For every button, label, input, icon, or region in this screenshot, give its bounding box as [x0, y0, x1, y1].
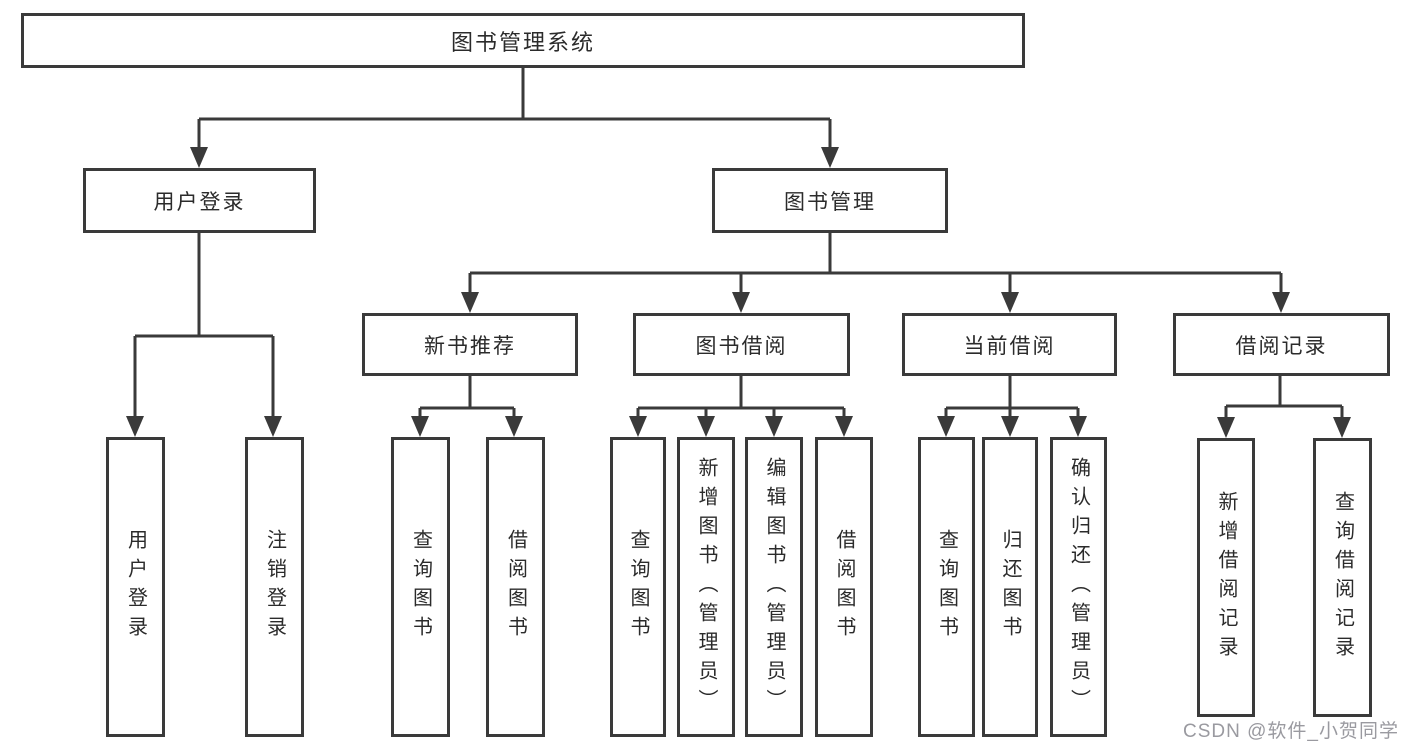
node-root: 图书管理系统 — [21, 13, 1025, 68]
leaf-newbook-borrow-book: 借阅图书 — [486, 437, 545, 737]
node-label: 归还图书 — [999, 529, 1021, 645]
connector-line — [418, 376, 516, 424]
leaf-logout: 注销登录 — [245, 437, 304, 737]
leaf-bookborrow-query-book: 查询图书 — [610, 437, 666, 737]
node-label: 用户登录 — [124, 529, 147, 645]
connector-line — [944, 376, 1080, 424]
arrowhead-icon — [190, 147, 208, 168]
leaf-current-confirm-return-admin: 确认归还（管理员） — [1050, 437, 1107, 737]
node-label: 查询图书 — [627, 529, 649, 645]
node-user-login: 用户登录 — [83, 168, 316, 233]
leaf-records-query-record: 查询借阅记录 — [1313, 438, 1372, 717]
arrowhead-icon — [821, 147, 839, 168]
node-label: 图书管理系统 — [450, 29, 595, 55]
arrowhead-icon — [697, 416, 715, 437]
connector-current-borrow-to-leaves — [937, 376, 1087, 437]
node-label: 查询图书 — [935, 529, 958, 645]
csdn-watermark: CSDN @软件_小贺同学 — [1183, 721, 1399, 742]
leaf-bookborrow-add-book-admin: 新增图书（管理员） — [677, 437, 735, 737]
arrowhead-icon — [1069, 416, 1087, 437]
arrowhead-icon — [1217, 417, 1235, 438]
connector-new-book-recommend-to-leaves — [411, 376, 523, 437]
arrowhead-icon — [765, 416, 783, 437]
node-label: 确认归还（管理员） — [1067, 456, 1090, 718]
leaf-records-add-record: 新增借阅记录 — [1197, 438, 1255, 717]
connector-line — [636, 376, 846, 424]
node-label: 当前借阅 — [963, 334, 1056, 358]
arrowhead-icon — [505, 416, 523, 437]
node-label: 用户登录 — [153, 190, 246, 214]
arrowhead-icon — [835, 416, 853, 437]
node-label: 新增借阅记录 — [1215, 490, 1237, 665]
leaf-bookborrow-edit-book-admin: 编辑图书（管理员） — [745, 437, 803, 737]
leaf-newbook-query-book: 查询图书 — [391, 437, 450, 737]
leaf-current-return-book: 归还图书 — [982, 437, 1038, 737]
node-borrow-records: 借阅记录 — [1173, 313, 1390, 376]
leaf-bookborrow-borrow-book: 借阅图书 — [815, 437, 873, 737]
node-label: 查询图书 — [409, 529, 432, 645]
node-label: 借阅图书 — [504, 529, 527, 645]
node-label: 借阅记录 — [1235, 334, 1328, 358]
arrowhead-icon — [411, 416, 429, 437]
node-label: 新增图书（管理员） — [695, 456, 717, 718]
leaf-current-query-book: 查询图书 — [918, 437, 975, 737]
node-label: 借阅图书 — [833, 529, 855, 645]
connector-line — [1224, 376, 1344, 424]
connector-book-borrow-to-leaves — [629, 376, 853, 437]
node-label: 图书管理 — [784, 190, 876, 214]
arrowhead-icon — [264, 416, 282, 437]
arrowhead-icon — [1001, 292, 1019, 313]
connector-root-to-level2 — [190, 68, 839, 168]
connector-user-login-to-leaves — [126, 233, 282, 437]
connector-line — [468, 233, 1283, 297]
arrowhead-icon — [1333, 417, 1351, 438]
arrowhead-icon — [937, 416, 955, 437]
node-book-borrow: 图书借阅 — [633, 313, 850, 376]
node-label: 编辑图书（管理员） — [763, 456, 785, 718]
arrowhead-icon — [1001, 416, 1019, 437]
leaf-user-login: 用户登录 — [106, 437, 165, 737]
arrowhead-icon — [732, 292, 750, 313]
node-label: 查询借阅记录 — [1331, 490, 1354, 665]
node-new-book-recommend: 新书推荐 — [362, 313, 578, 376]
node-label: 新书推荐 — [424, 334, 516, 358]
arrowhead-icon — [126, 416, 144, 437]
connector-line — [197, 68, 832, 152]
arrowhead-icon — [461, 292, 479, 313]
node-label: 图书借阅 — [695, 334, 788, 358]
node-current-borrow: 当前借阅 — [902, 313, 1117, 376]
arrowhead-icon — [629, 416, 647, 437]
node-label: 注销登录 — [263, 529, 286, 645]
arrowhead-icon — [1272, 292, 1290, 313]
connector-line — [133, 233, 275, 421]
node-book-management: 图书管理 — [712, 168, 948, 233]
connector-borrow-records-to-leaves — [1217, 376, 1351, 438]
connector-book-management-to-level3 — [461, 233, 1290, 313]
